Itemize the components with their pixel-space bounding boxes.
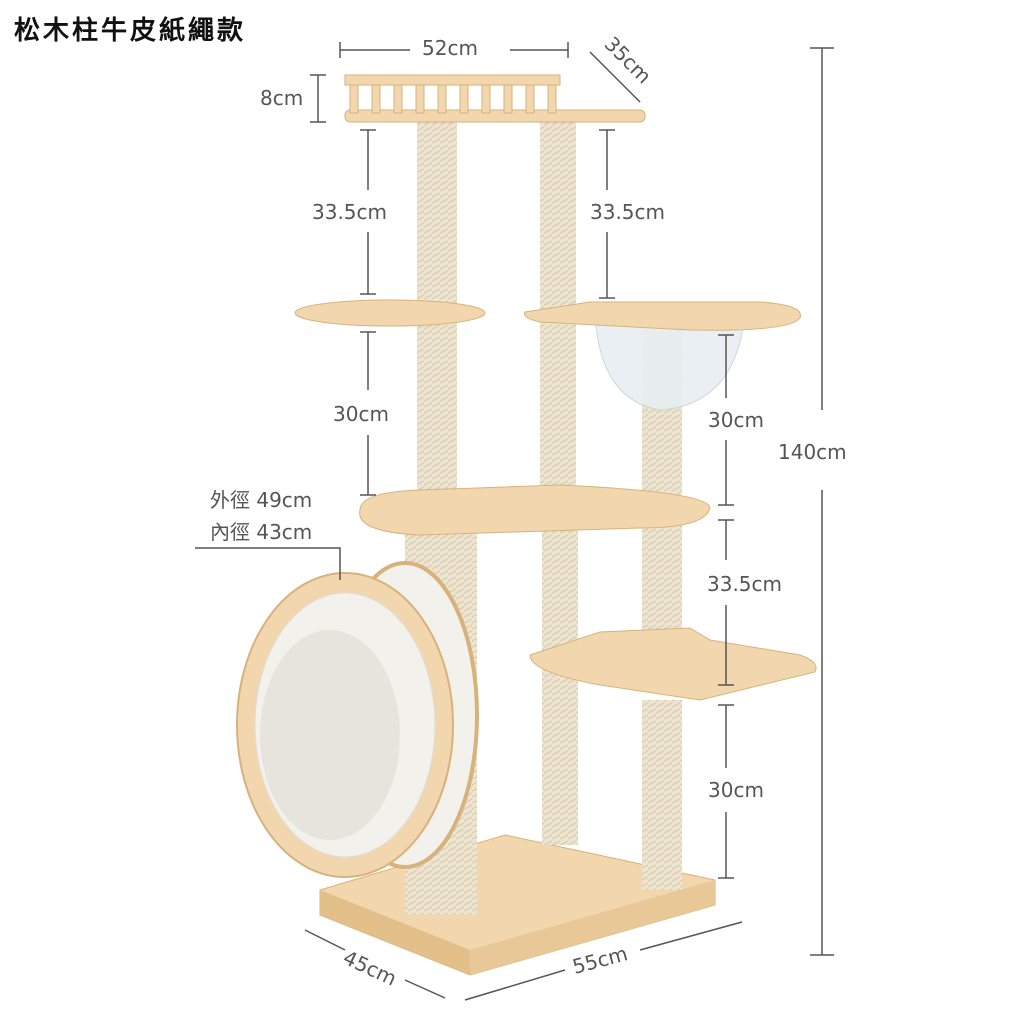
platform-left (294, 299, 486, 327)
dim-top-width: 52cm (422, 36, 478, 60)
dim-right-upper-post: 33.5cm (590, 200, 666, 224)
dim-top-rail-height: 8cm (260, 86, 304, 110)
dim-ring-inner: 內徑 43cm (210, 520, 313, 544)
dim-left-mid-post: 30cm (333, 402, 389, 426)
dim-right-lower-post: 30cm (708, 778, 764, 802)
dim-left-upper-post: 33.5cm (312, 200, 388, 224)
dim-total-height: 140cm (778, 440, 847, 464)
post-center-top (540, 120, 576, 310)
bubble-bowl (594, 314, 746, 411)
platform-lower-right (529, 627, 817, 701)
dimension-lines (195, 42, 834, 1001)
dim-right-mid-post: 30cm (708, 408, 764, 432)
post-left-mid (417, 320, 457, 505)
top-platform (344, 74, 646, 123)
post-center-low (542, 520, 578, 845)
platform-center (359, 484, 711, 536)
dim-right-lower-upper: 33.5cm (707, 572, 783, 596)
post-center-mid (540, 320, 576, 485)
product-title: 松木柱牛皮紙繩款 (14, 16, 247, 46)
post-right-bottom (642, 700, 682, 890)
dim-ring-outer: 外徑 49cm (210, 488, 313, 512)
post-left-top (417, 120, 457, 305)
platform-right-bowl (524, 301, 801, 331)
plush-ring (236, 561, 479, 878)
